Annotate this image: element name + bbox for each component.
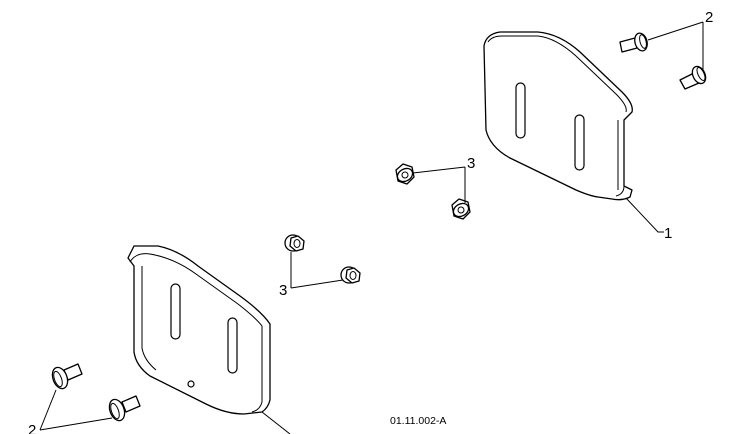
flange-nut [284,234,305,252]
carriage-bolt [619,32,648,53]
leader-lines [39,21,704,434]
callout-carriage-bolt-lower: 2 [28,422,36,434]
callout-carriage-bolt-upper: 2 [705,9,713,26]
callout-flange-nut-left: 3 [279,282,287,299]
carriage-bolt [108,395,141,422]
adjustment-slot [515,82,526,139]
flange-nut [451,198,471,220]
adjustment-slot [170,283,181,340]
flange-nut [340,266,361,284]
mounting-hole [187,380,195,388]
carriage-bolt [51,363,83,390]
adjustment-slot [574,114,585,171]
skid-shoe-lower [127,245,271,415]
carriage-bolt [679,65,707,90]
flange-nut [395,163,415,185]
drawing-reference: 01.11.002-A [390,415,446,427]
callout-skid-shoe: 1 [664,225,672,242]
adjustment-slot [227,317,238,374]
skid-shoe-upper [483,31,633,201]
callout-flange-nut-center: 3 [467,155,475,172]
